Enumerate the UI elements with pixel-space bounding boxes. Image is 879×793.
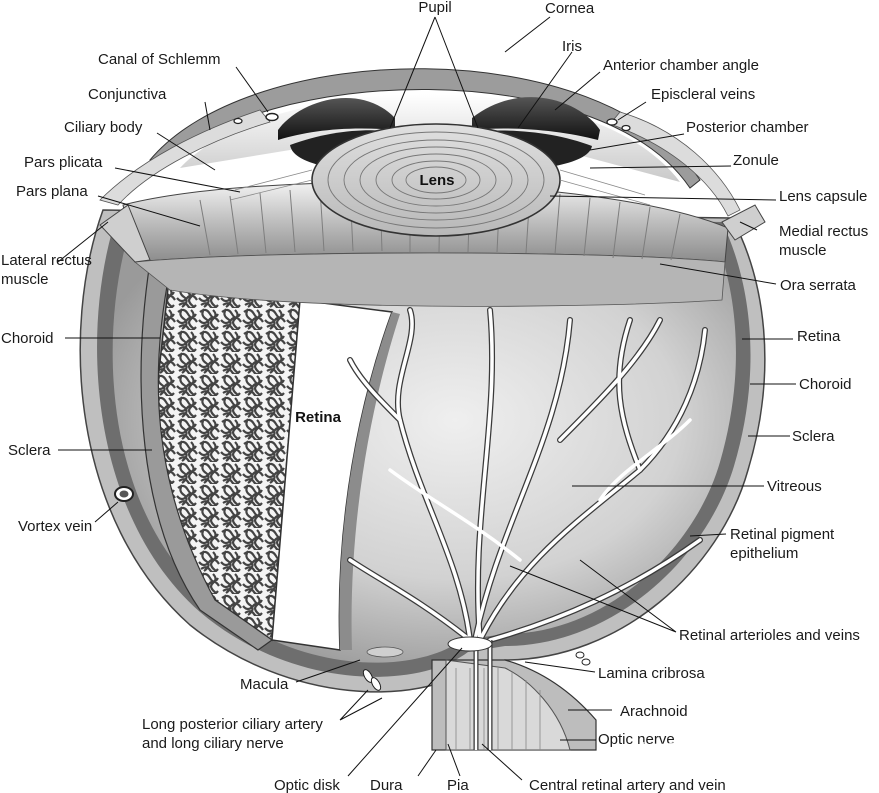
leader-lines [57,16,796,781]
episcleral-vein-2 [621,124,631,132]
label-cornea: Cornea [545,0,595,17]
lpca-vessels [362,669,382,691]
label-canal-of-schlemm: Canal of Schlemm [98,51,221,68]
nerve-fibers [455,668,541,750]
zonule-fibers [229,169,651,206]
label-lens: Lens [419,172,454,189]
label-conjunctiva: Conjunctiva [88,86,167,103]
label-medial-rectus-1: Medial rectus [779,223,868,240]
label-dura: Dura [370,777,403,793]
label-pupil: Pupil [418,0,451,16]
label-zonule: Zonule [733,152,779,169]
retina-flap-edge [339,312,400,650]
label-vortex-vein: Vortex vein [18,518,92,535]
lateral-rectus-muscle [99,204,151,263]
label-ora-serrata: Ora serrata [780,277,857,294]
label-lpca-2: and long ciliary nerve [142,735,284,752]
label-anterior-chamber-angle: Anterior chamber angle [603,57,759,74]
label-choroid-right: Choroid [799,376,852,393]
episcleral-vein-1 [606,118,618,126]
retinal-vessels [347,307,708,643]
cornea [149,68,701,189]
watermark: 知乎 @镜庭眼科研究组 [640,741,836,763]
label-lpca-1: Long posterior ciliary artery [142,716,323,733]
label-pars-plicata: Pars plicata [24,154,103,171]
label-optic-nerve: Optic nerve [598,731,675,748]
label-posterior-chamber: Posterior chamber [686,119,809,136]
label-ciliary-body: Ciliary body [64,119,143,136]
iris-right [472,97,600,140]
label-lateral-rectus-2: muscle [1,271,49,288]
label-retina-center: Retina [295,409,342,426]
medial-rectus-muscle [721,204,766,241]
label-arachnoid: Arachnoid [620,703,688,720]
cutaway [140,261,400,651]
sclera-cut-wall [140,261,274,651]
label-choroid-left: Choroid [1,330,54,347]
label-sclera-left: Sclera [8,442,51,459]
conjunctiva-right [609,111,741,217]
label-iris: Iris [562,38,582,55]
label-sclera-right: Sclera [792,428,835,445]
label-rpe-1: Retinal pigment [730,526,835,543]
label-vitreous: Vitreous [767,478,822,495]
label-macula: Macula [240,676,289,693]
label-medial-rectus-2: muscle [779,242,827,259]
label-retina-right: Retina [797,328,841,345]
label-retinal-vessels: Retinal arterioles and veins [679,627,860,644]
label-episcleral-veins: Episcleral veins [651,86,755,103]
label-pars-plana: Pars plana [16,183,88,200]
anterior-segment [99,68,741,237]
ora-serrata-band [133,252,726,307]
lens-layers [327,131,545,229]
macula [366,646,404,658]
label-central-retinal: Central retinal artery and vein [529,777,726,793]
label-optic-disk: Optic disk [274,777,340,793]
optic-disk [447,636,493,652]
lamina-cribrosa-vessels [575,651,591,666]
label-lamina-cribrosa: Lamina cribrosa [598,665,705,682]
label-lateral-rectus-1: Lateral rectus [1,252,92,269]
vortex-vein [114,486,134,502]
canal-of-schlemm [265,112,279,122]
optic-nerve [362,636,597,751]
label-pia: Pia [447,777,469,793]
iris-left [278,98,395,140]
scleral-vessel-left [233,117,243,125]
label-lens-capsule: Lens capsule [779,188,867,205]
conjunctiva-left [99,109,271,206]
label-rpe-2: epithelium [730,545,798,562]
